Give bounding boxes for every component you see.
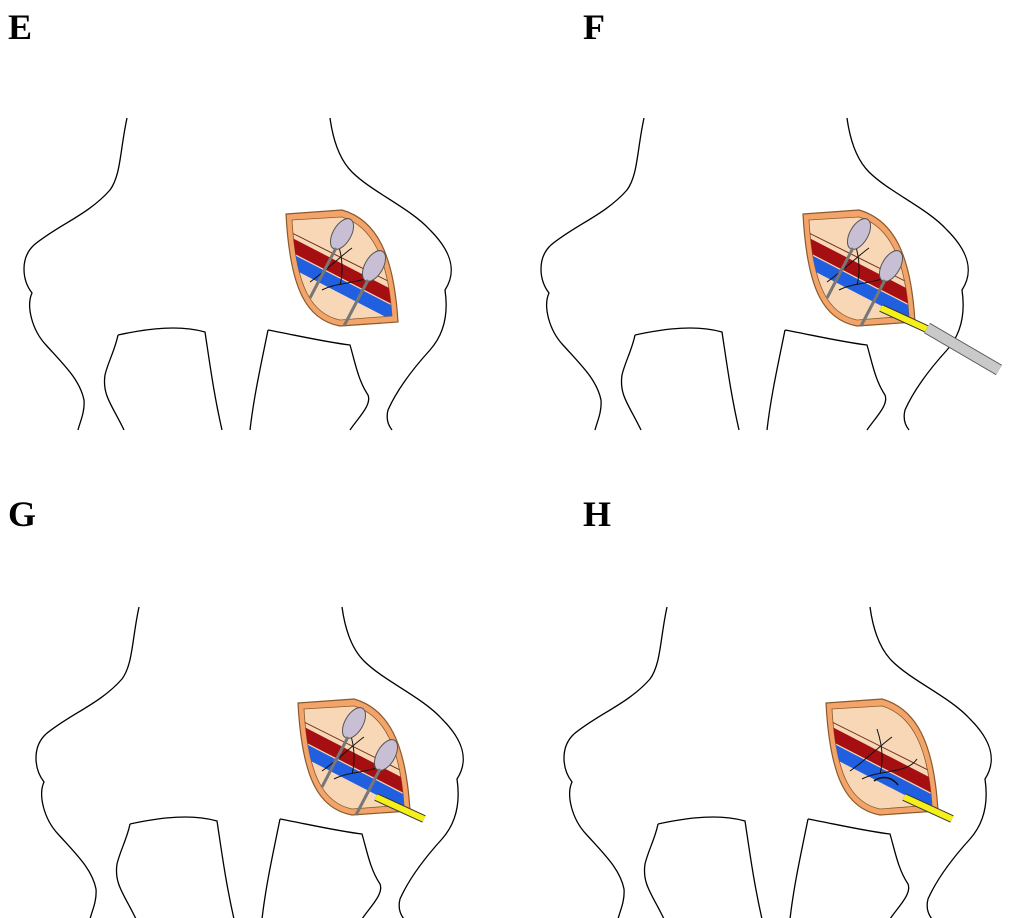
thigh-left-inner — [118, 328, 222, 430]
thigh-left-inner — [658, 817, 762, 918]
thigh-left-outer — [116, 824, 136, 918]
torso-left-contour — [36, 607, 139, 918]
thigh-right-outer — [268, 330, 369, 430]
body-outline-illustration — [517, 0, 1034, 459]
torso-left-contour — [564, 607, 667, 918]
scene-group — [564, 607, 991, 918]
panel-g: G — [0, 459, 517, 918]
thigh-right-outer — [280, 819, 381, 918]
panel-e: E — [0, 0, 517, 459]
thigh-right-inner — [767, 330, 785, 430]
scene-group — [541, 118, 999, 430]
scene-group — [24, 118, 451, 430]
thigh-right-inner — [250, 330, 268, 430]
incision-site — [799, 210, 999, 370]
incision-site — [282, 210, 402, 326]
thigh-left-inner — [635, 328, 739, 430]
thigh-right-outer — [785, 330, 886, 430]
scene-group — [36, 607, 463, 918]
body-outline-illustration — [0, 0, 517, 459]
incision-site — [294, 699, 424, 819]
thigh-left-outer — [104, 335, 124, 430]
thigh-right-inner — [790, 819, 808, 918]
insertion-tool — [927, 328, 999, 370]
torso-left-contour — [24, 118, 127, 430]
thigh-left-outer — [621, 335, 641, 430]
thigh-left-outer — [644, 824, 664, 918]
thigh-left-inner — [130, 817, 234, 918]
thigh-right-inner — [262, 819, 280, 918]
thigh-right-outer — [808, 819, 909, 918]
body-outline-illustration — [0, 459, 517, 918]
incision-site — [822, 699, 952, 819]
panel-f: F — [517, 0, 1034, 459]
torso-left-contour — [541, 118, 644, 430]
panel-h: H — [517, 459, 1034, 918]
body-outline-illustration — [517, 459, 1034, 918]
